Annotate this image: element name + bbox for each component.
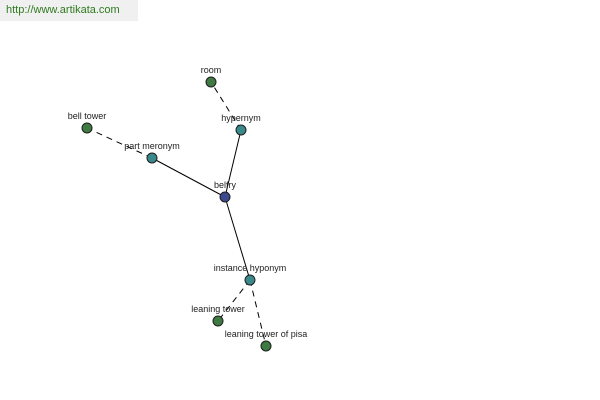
node-belfry[interactable]: belfry xyxy=(214,180,237,203)
edge-belfry-to-part-meronym xyxy=(151,157,226,198)
graph-edges xyxy=(86,81,267,347)
edge-part-meronym-to-bell-tower xyxy=(86,127,153,159)
node-label-room: room xyxy=(201,65,222,75)
node-label-leaning-tower: leaning tower xyxy=(191,304,245,314)
node-leaning-tower-of-pisa[interactable]: leaning tower of pisa xyxy=(225,329,308,352)
node-dot-leaning-tower[interactable] xyxy=(212,315,224,327)
node-label-hypernym: hypernym xyxy=(221,113,261,123)
site-url[interactable]: http://www.artikata.com xyxy=(0,0,138,21)
node-dot-room[interactable] xyxy=(205,76,217,88)
edge-hypernym-to-room xyxy=(210,81,242,131)
node-dot-hypernym[interactable] xyxy=(235,124,247,136)
node-label-leaning-tower-of-pisa: leaning tower of pisa xyxy=(225,329,308,339)
edge-belfry-to-hypernym xyxy=(224,129,242,198)
node-dot-leaning-tower-of-pisa[interactable] xyxy=(260,340,272,352)
node-bell-tower[interactable]: bell tower xyxy=(68,111,107,134)
node-leaning-tower[interactable]: leaning tower xyxy=(191,304,245,327)
node-label-instance-hyponym: instance hyponym xyxy=(214,263,287,273)
node-label-belfry: belfry xyxy=(214,180,237,190)
node-hypernym[interactable]: hypernym xyxy=(221,113,261,136)
node-room[interactable]: room xyxy=(201,65,222,88)
node-dot-instance-hyponym[interactable] xyxy=(244,274,256,286)
node-label-bell-tower: bell tower xyxy=(68,111,107,121)
node-label-part-meronym: part meronym xyxy=(124,141,180,151)
node-dot-bell-tower[interactable] xyxy=(81,122,93,134)
node-dot-part-meronym[interactable] xyxy=(146,152,158,164)
node-part-meronym[interactable]: part meronym xyxy=(124,141,180,164)
node-instance-hyponym[interactable]: instance hyponym xyxy=(214,263,287,286)
graph-nodes: belfry hypernym room part meronym bell tower… xyxy=(68,65,308,352)
edge-instance-hyponym-to-leaning-tower xyxy=(217,279,251,322)
edge-instance-hyponym-to-leaning-tower-of-pisa xyxy=(249,279,267,347)
edge-belfry-to-instance-hyponym xyxy=(224,196,251,281)
node-dot-belfry[interactable] xyxy=(219,191,231,203)
